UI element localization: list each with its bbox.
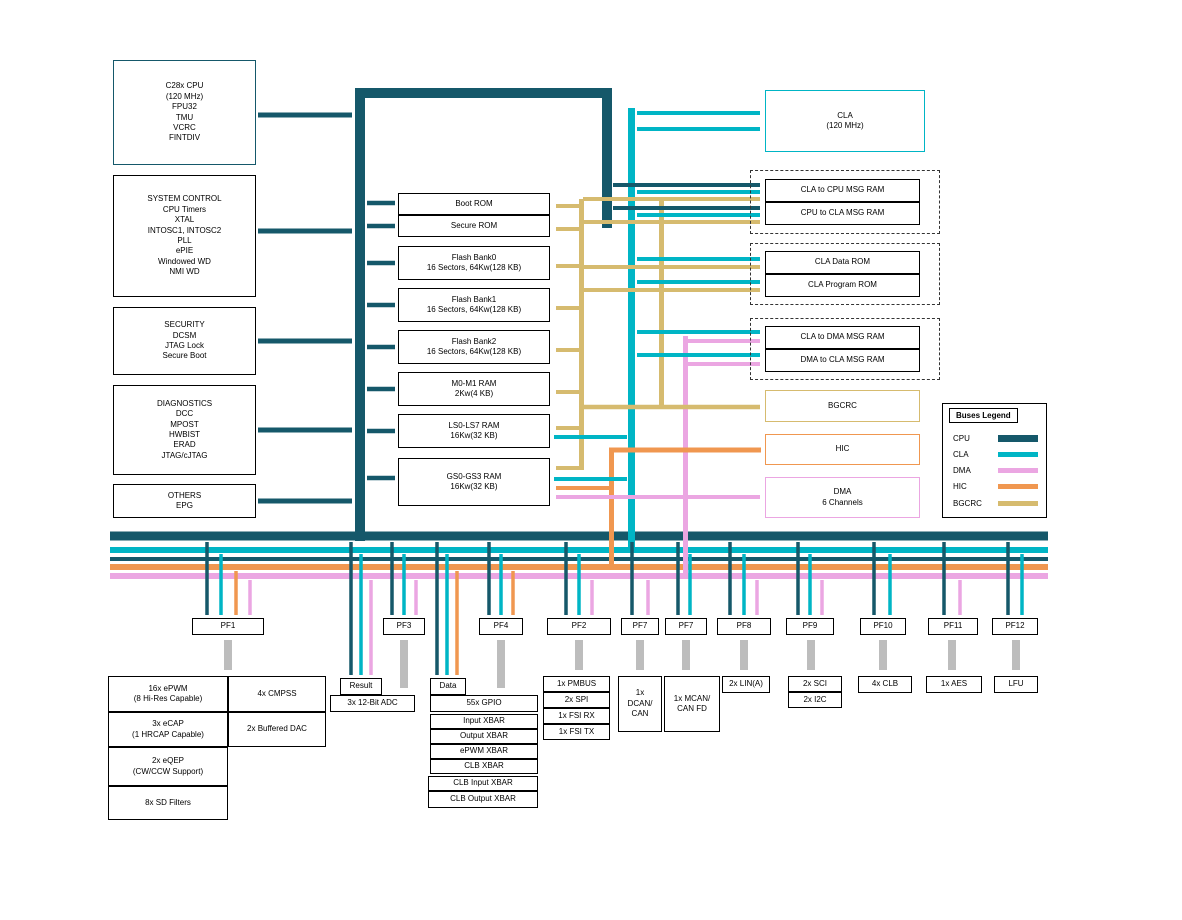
legend-label-cla: CLA [953, 449, 969, 459]
block-system-control: SYSTEM CONTROL CPU Timers XTAL INTOSC1, … [113, 175, 256, 297]
peripheral-fsi-rx: 1x FSI RX [543, 708, 610, 724]
peripheral-sci: 2x SCI [788, 676, 842, 692]
block-c28x-cpu: C28x CPU (120 MHz) FPU32 TMU VCRC FINTDI… [113, 60, 256, 165]
peripheral-clb-xbar: CLB XBAR [430, 759, 538, 774]
legend-swatch-cpu [998, 434, 1038, 442]
block-flash-bank2: Flash Bank2 16 Sectors, 64Kw(128 KB) [398, 330, 550, 364]
legend-swatch-hic [998, 483, 1038, 489]
group-cla-rom [750, 243, 940, 305]
legend-label-cpu: CPU [953, 433, 970, 443]
peripheral-fsi-tx: 1x FSI TX [543, 724, 610, 740]
pf1-frame: PF1 [192, 618, 264, 635]
peripheral-dcan: 1x DCAN/ CAN [618, 676, 662, 732]
peripheral-eqep: 2x eQEP (CW/CCW Support) [108, 747, 228, 786]
peripheral-pmbus: 1x PMBUS [543, 676, 610, 692]
pf7-frame-a: PF7 [621, 618, 659, 635]
buses-legend-title: Buses Legend [949, 408, 1018, 423]
pf8-frame: PF8 [717, 618, 771, 635]
legend-swatch-cla [998, 451, 1038, 457]
cpu-main-bus [355, 88, 612, 541]
peripheral-spi: 2x SPI [543, 692, 610, 708]
peripheral-i2c: 2x I2C [788, 692, 842, 708]
peripheral-buffered-dac: 2x Buffered DAC [228, 712, 326, 747]
peripheral-clb: 4x CLB [858, 676, 912, 693]
pf4-frame: PF4 [479, 618, 523, 635]
pf9-frame: PF9 [786, 618, 834, 635]
peripheral-epwm: 16x ePWM (8 Hi-Res Capable) [108, 676, 228, 712]
block-cla-data-rom: CLA Data ROM [765, 251, 920, 274]
peripheral-clb-output-xbar: CLB Output XBAR [428, 791, 538, 808]
pf12-frame: PF12 [992, 618, 1038, 635]
pf7-frame-b: PF7 [665, 618, 707, 635]
buses-legend: Buses Legend CPU CLA DMA HIC BGCRC [942, 403, 1047, 518]
block-hic: HIC [765, 434, 920, 465]
block-cpu-to-cla-msg-ram: CPU to CLA MSG RAM [765, 202, 920, 225]
group-cla-cpu-msg-ram [750, 170, 940, 234]
block-flash-bank0: Flash Bank0 16 Sectors, 64Kw(128 KB) [398, 246, 550, 280]
pf10-frame: PF10 [860, 618, 906, 635]
block-gs0-gs3-ram: GS0-GS3 RAM 16Kw(32 KB) [398, 458, 550, 506]
peripheral-clb-input-xbar: CLB Input XBAR [428, 776, 538, 791]
block-cla: CLA (120 MHz) [765, 90, 925, 152]
block-diagnostics: DIAGNOSTICS DCC MPOST HWBIST ERAD JTAG/c… [113, 385, 256, 475]
block-cla-to-dma-msg-ram: CLA to DMA MSG RAM [765, 326, 920, 349]
block-ls0-ls7-ram: LS0-LS7 RAM 16Kw(32 KB) [398, 414, 550, 448]
legend-swatch-bgcrc [998, 500, 1038, 506]
peripheral-ecap: 3x eCAP (1 HRCAP Capable) [108, 712, 228, 747]
hic-vertical-bus [609, 447, 761, 567]
block-m0-m1-ram: M0-M1 RAM 2Kw(4 KB) [398, 372, 550, 406]
pf3-frame: PF3 [383, 618, 425, 635]
group-cla-dma-msg-ram [750, 318, 940, 380]
adc-result-tab: Result [340, 678, 382, 695]
block-dma-to-cla-msg-ram: DMA to CLA MSG RAM [765, 349, 920, 372]
block-cla-program-rom: CLA Program ROM [765, 274, 920, 297]
block-boot-rom: Boot ROM [398, 193, 550, 215]
block-flash-bank1: Flash Bank1 16 Sectors, 64Kw(128 KB) [398, 288, 550, 322]
legend-label-dma: DMA [953, 465, 971, 475]
legend-swatch-dma [998, 467, 1038, 473]
peripheral-aes: 1x AES [926, 676, 982, 693]
peripheral-mcan: 1x MCAN/ CAN FD [664, 676, 720, 732]
legend-label-bgcrc: BGCRC [953, 498, 982, 508]
pf11-frame: PF11 [928, 618, 978, 635]
block-cla-to-cpu-msg-ram: CLA to CPU MSG RAM [765, 179, 920, 202]
peripheral-sd-filters: 8x SD Filters [108, 786, 228, 820]
block-secure-rom: Secure ROM [398, 215, 550, 237]
peripheral-lfu: LFU [994, 676, 1038, 693]
block-security: SECURITY DCSM JTAG Lock Secure Boot [113, 307, 256, 375]
legend-label-hic: HIC [953, 481, 967, 491]
peripheral-output-xbar: Output XBAR [430, 729, 538, 744]
gpio-data-tab: Data [430, 678, 466, 695]
peripheral-input-xbar: Input XBAR [430, 714, 538, 729]
peripheral-adc: 3x 12-Bit ADC [330, 695, 415, 712]
peripheral-lin: 2x LIN(A) [722, 676, 770, 693]
pf2-frame: PF2 [547, 618, 611, 635]
block-others: OTHERS EPG [113, 484, 256, 518]
peripheral-epwm-xbar: ePWM XBAR [430, 744, 538, 759]
peripheral-cmpss: 4x CMPSS [228, 676, 326, 712]
peripheral-gpio: 55x GPIO [430, 695, 538, 712]
block-bgcrc: BGCRC [765, 390, 920, 422]
block-dma: DMA 6 Channels [765, 477, 920, 518]
